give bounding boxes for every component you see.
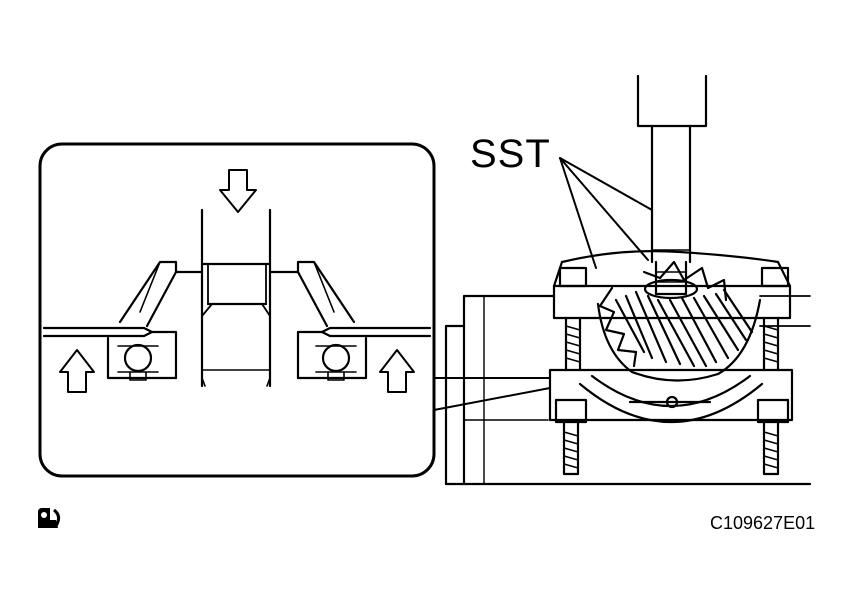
shaft xyxy=(200,208,272,388)
sst-leaders xyxy=(559,157,653,269)
press-bed xyxy=(444,294,812,486)
support-arrow-up-right xyxy=(379,349,415,393)
sst-label: SST xyxy=(470,132,551,176)
sst-plate-left xyxy=(42,326,178,381)
press-arrow-down xyxy=(219,169,257,213)
manual-reference-icon xyxy=(38,508,61,528)
sst-plate-right xyxy=(296,326,432,381)
inset-frame xyxy=(38,142,436,478)
nut-lower-right xyxy=(756,398,790,424)
nut-upper-left xyxy=(558,266,588,288)
main-assembly xyxy=(444,74,812,486)
press-ram xyxy=(636,74,708,296)
gear-right xyxy=(268,260,356,328)
bearing-ball-right xyxy=(321,343,351,373)
gear-left xyxy=(118,260,204,328)
bearing-ball-left xyxy=(123,343,153,373)
support-arrow-up-left xyxy=(59,349,95,393)
bolt-upper-right xyxy=(762,316,780,372)
plate-hole xyxy=(665,395,679,409)
bolt-upper-left xyxy=(564,316,582,372)
inset-leader xyxy=(433,377,551,411)
bolt-lower-right xyxy=(762,420,780,476)
nut-upper-right xyxy=(760,266,790,288)
nut-lower-left xyxy=(554,398,588,424)
figure-code: C109627E01 xyxy=(710,513,816,533)
inset-detail xyxy=(38,142,436,478)
sst-lower-plate xyxy=(548,368,794,424)
bolt-lower-left xyxy=(562,420,580,476)
bevel-gear xyxy=(596,260,762,382)
sst-upper-bar xyxy=(552,250,792,320)
